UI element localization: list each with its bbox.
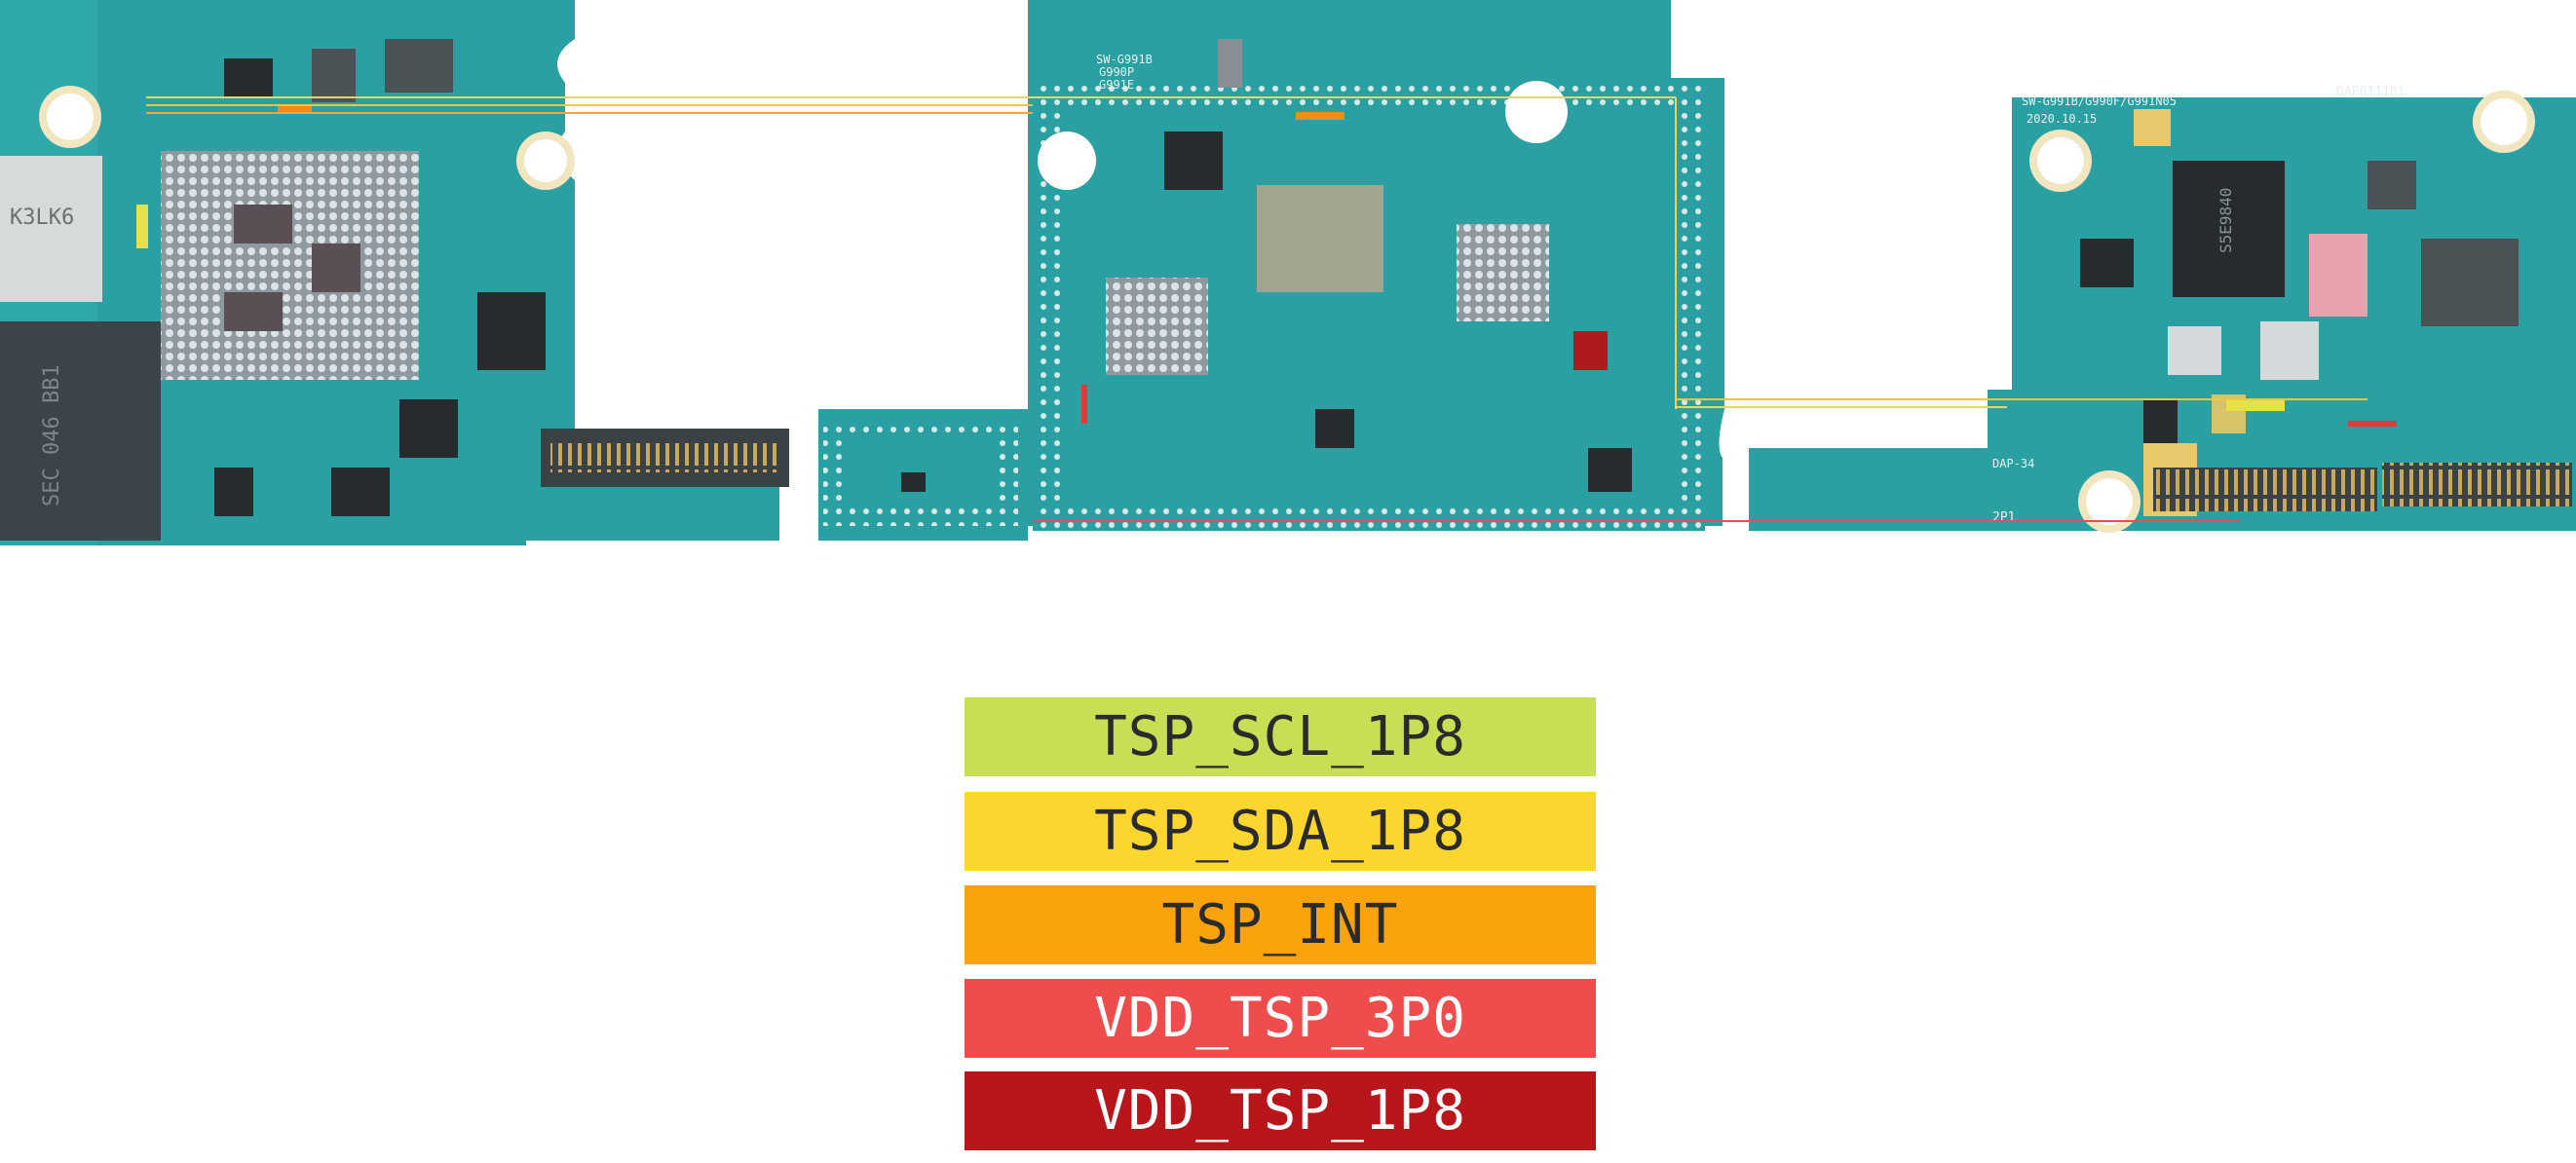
right-connector-1: [2153, 468, 2377, 511]
left-connector: [550, 443, 779, 472]
legend-vdd-tsp-3p0: VDD_TSP_3P0: [965, 979, 1596, 1058]
cpu-bga-pad: [161, 151, 419, 380]
legend-label: TSP_INT: [1161, 893, 1399, 957]
signal-traces: [146, 96, 2368, 522]
svg-text:2020.10.15: 2020.10.15: [2027, 112, 2097, 126]
svg-text:SW-G991B: SW-G991B: [1096, 53, 1153, 66]
right-board: SW-G991B/G990F/G991N05 2020.10.15 DAP011…: [1749, 85, 2576, 533]
center-board: SW-G991B G990P G991E: [818, 0, 1724, 541]
right-connector-2: [2382, 463, 2572, 506]
center-bga-right: [1457, 224, 1549, 321]
left-board: K3LK6 SEC 046 BB1: [0, 0, 789, 545]
svg-text:2P1: 2P1: [1992, 510, 2015, 525]
svg-text:G991E: G991E: [1099, 78, 1134, 92]
svg-text:G990P: G990P: [1099, 65, 1134, 79]
legend-tsp-sda-1p8: TSP_SDA_1P8: [965, 792, 1596, 871]
legend-label: TSP_SCL_1P8: [1094, 705, 1466, 769]
svg-text:K3LK6: K3LK6: [10, 206, 74, 230]
svg-text:DAP011101: DAP011101: [2336, 85, 2405, 99]
svg-text:SW-G991B/G990F/G991N05: SW-G991B/G990F/G991N05: [2022, 94, 2177, 108]
svg-text:SEC 046 BB1: SEC 046 BB1: [40, 364, 64, 506]
center-bga-left: [1106, 278, 1208, 375]
storage-chip: [0, 321, 161, 541]
legend-tsp-scl-1p8: TSP_SCL_1P8: [965, 697, 1596, 776]
legend-label: TSP_SDA_1P8: [1094, 800, 1466, 863]
pcb-board-illustration: K3LK6 SEC 046 BB1 SW-G991B G990P G991E: [0, 0, 2576, 545]
svg-text:S5E9840: S5E9840: [2216, 188, 2235, 253]
right-soc-chip: [2173, 161, 2285, 297]
memory-chip-silver: [0, 156, 102, 302]
legend-label: VDD_TSP_3P0: [1094, 987, 1466, 1050]
legend-vdd-tsp-1p8: VDD_TSP_1P8: [965, 1071, 1596, 1150]
legend-tsp-int: TSP_INT: [965, 885, 1596, 964]
legend-label: VDD_TSP_1P8: [1094, 1079, 1466, 1143]
svg-text:DAP-34: DAP-34: [1992, 457, 2034, 470]
